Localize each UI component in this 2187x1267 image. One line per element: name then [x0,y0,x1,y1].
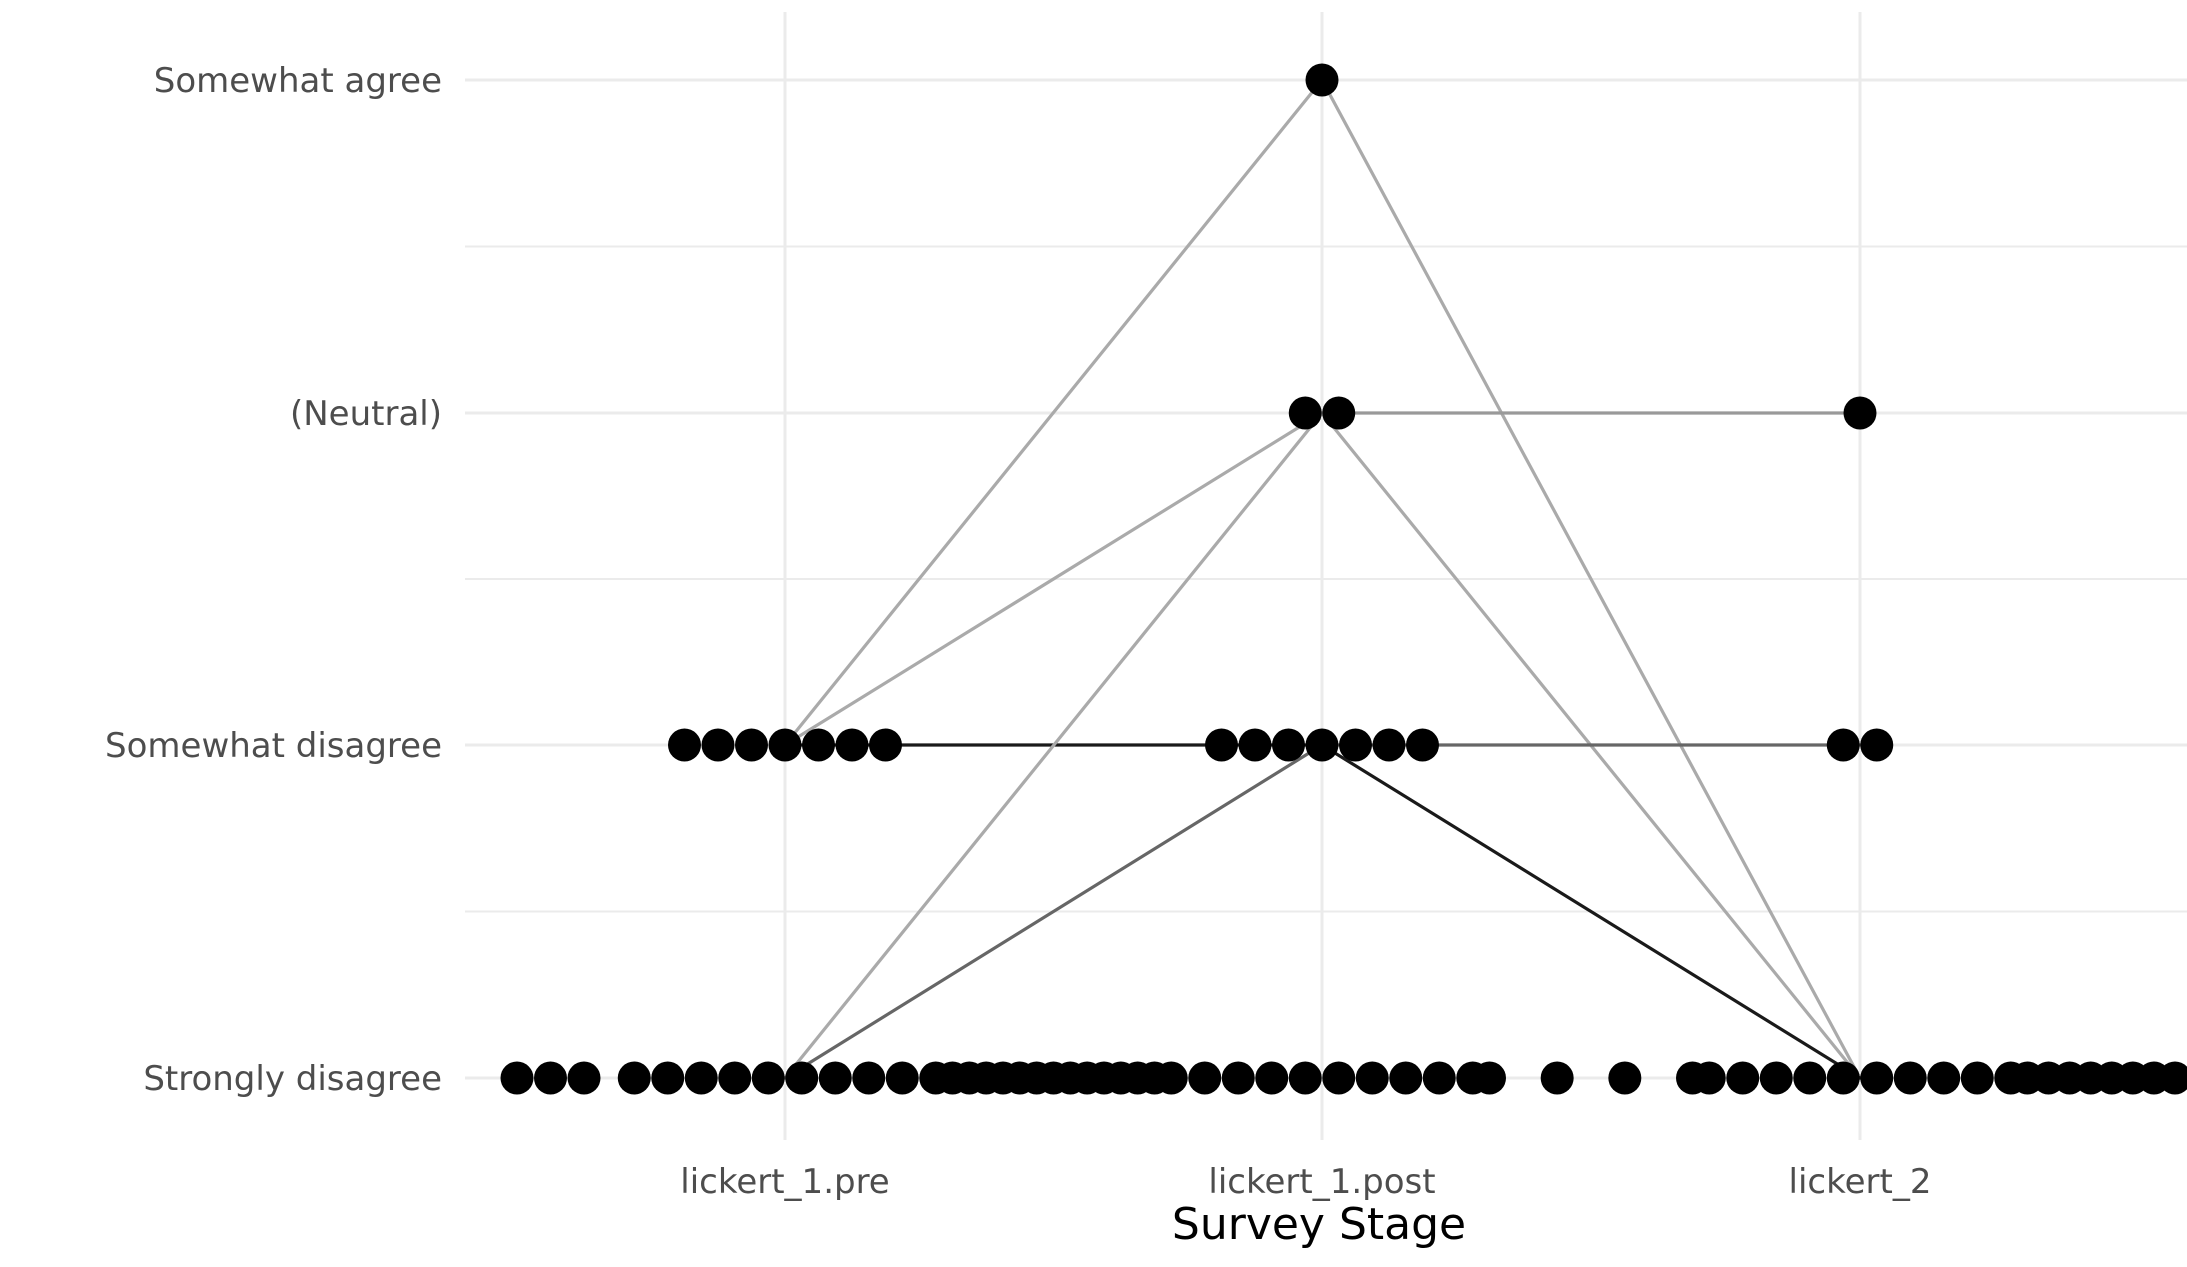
y-tick-label: (Neutral) [290,394,442,434]
transition-line [783,411,1324,1080]
y-tick-label: Strongly disagree [143,1059,442,1099]
data-point [1288,396,1322,430]
data-point [668,728,701,762]
data-point [835,728,869,762]
data-point [1272,728,1305,762]
transition-line [783,743,1324,1080]
data-point [651,1061,685,1095]
data-point [1389,1061,1423,1095]
transition-line [783,411,1324,747]
minor-gridlines [465,245,2187,913]
data-point [1860,728,1894,762]
data-point [1355,1061,1389,1095]
y-tick-label: Somewhat agree [154,61,442,101]
data-points [500,63,2187,1095]
data-point [735,728,768,762]
y-tick-label: Somewhat disagree [105,726,442,766]
data-point [1826,1061,1860,1095]
data-point [1238,728,1272,762]
y-axis-tick-labels: Strongly disagree Somewhat disagree (Neutr… [105,61,442,1099]
transition-line [783,78,1324,747]
transition-line [1320,743,1862,1080]
data-point [1339,728,1372,762]
data-point [1960,1061,1994,1095]
data-point [818,1061,852,1095]
transition-line [1320,78,1862,1080]
data-point [1305,728,1339,762]
data-point [500,1061,534,1095]
data-point [1826,728,1860,762]
data-point [1322,396,1356,430]
data-point [617,1061,651,1095]
data-point [869,728,902,762]
data-point [1473,1061,1506,1095]
data-point [684,1061,718,1095]
data-point [1305,63,1339,97]
data-point [1540,1061,1574,1095]
data-point [1793,1061,1827,1095]
data-point [785,1061,819,1095]
data-point [1726,1061,1760,1095]
data-point [1860,1061,1894,1095]
data-point [852,1061,886,1095]
data-point [768,728,802,762]
data-point [802,728,835,762]
data-point [1322,1061,1356,1095]
data-point [1406,728,1439,762]
data-point [1221,1061,1255,1095]
data-point [1422,1061,1456,1095]
x-tick-label: lickert_1.post [1208,1162,1435,1202]
data-point [1893,1061,1927,1095]
major-gridlines [465,12,2187,1140]
data-point [1288,1061,1322,1095]
data-point [1843,396,1877,430]
x-tick-label: lickert_1.pre [680,1162,889,1202]
data-point [534,1061,567,1095]
data-point [1676,1061,1709,1095]
data-point [1188,1061,1222,1095]
data-point [701,728,735,762]
x-axis-title: Survey Stage [1172,1199,1466,1250]
data-point [718,1061,752,1095]
data-point [1372,728,1406,762]
data-point [1759,1061,1793,1095]
data-point [1138,1061,1171,1095]
data-point [1255,1061,1289,1095]
data-point [1205,728,1238,762]
x-axis-tick-labels: lickert_1.pre lickert_1.post lickert_2 [680,1162,1931,1202]
data-point [885,1061,919,1095]
data-point [2158,1061,2187,1095]
data-point [1927,1061,1961,1095]
data-point [1608,1061,1642,1095]
data-point [567,1061,601,1095]
data-point [751,1061,785,1095]
x-tick-label: lickert_2 [1789,1162,1932,1202]
